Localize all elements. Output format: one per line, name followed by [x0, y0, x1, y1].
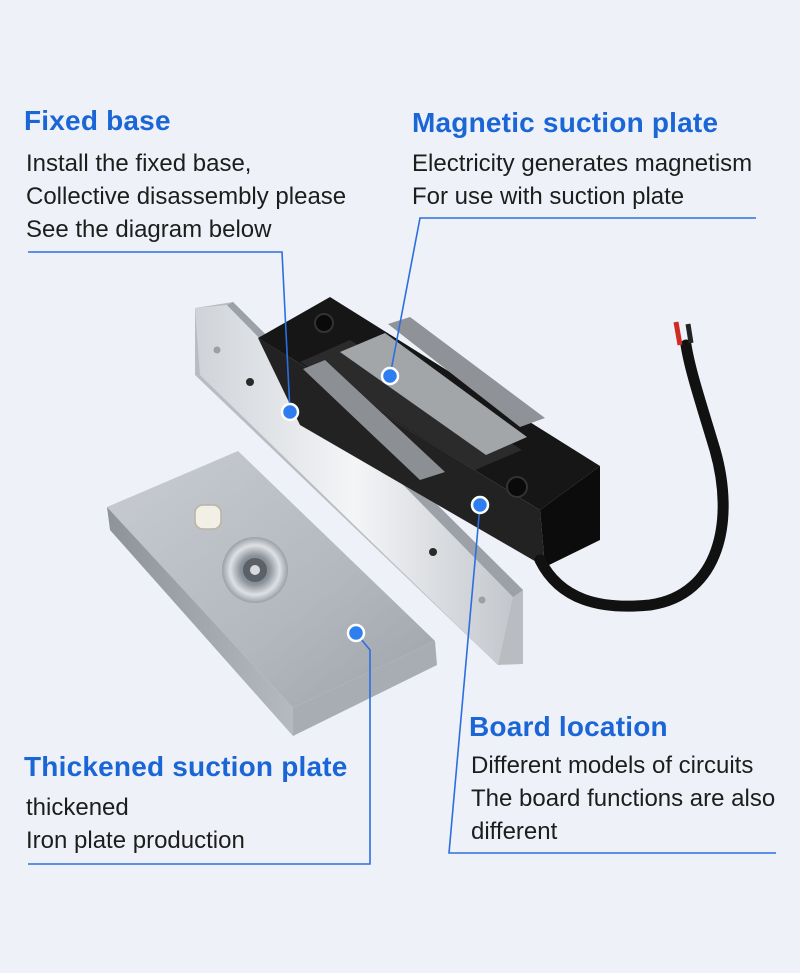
- thickened-plate-line-2: Iron plate production: [26, 827, 245, 854]
- fixed-base-title: Fixed base: [24, 105, 171, 136]
- board-location-line-1: Different models of circuits: [471, 752, 754, 779]
- magnetic-plate-title: Magnetic suction plate: [412, 107, 719, 138]
- callout-markers: [280, 366, 490, 643]
- thickened-plate-title: Thickened suction plate: [24, 751, 348, 782]
- fixed-base-line-3: See the diagram below: [26, 216, 272, 243]
- marker-dot-thickened-plate: [346, 623, 366, 643]
- callout-lines: [28, 217, 776, 865]
- board-location-line-2: The board functions are also: [471, 785, 776, 812]
- fixed-base-line-1: Install the fixed base,: [26, 150, 252, 177]
- marker-dot-fixed-base: [280, 402, 300, 422]
- fixed-base-line-2: Collective disassembly please: [26, 183, 347, 210]
- magnetic-plate-line-2: For use with suction plate: [412, 183, 685, 210]
- marker-dot-board-location: [470, 495, 490, 515]
- thickened-plate-line-1: thickened: [26, 794, 129, 821]
- board-location-title: Board location: [469, 711, 668, 742]
- magnetic-plate-line-1: Electricity generates magnetism: [412, 150, 753, 177]
- board-location-line-3: different: [471, 818, 558, 845]
- cable-shape: [534, 321, 729, 612]
- marker-dot-magnetic-plate: [380, 366, 400, 386]
- thickened-plate-shape: [107, 451, 437, 736]
